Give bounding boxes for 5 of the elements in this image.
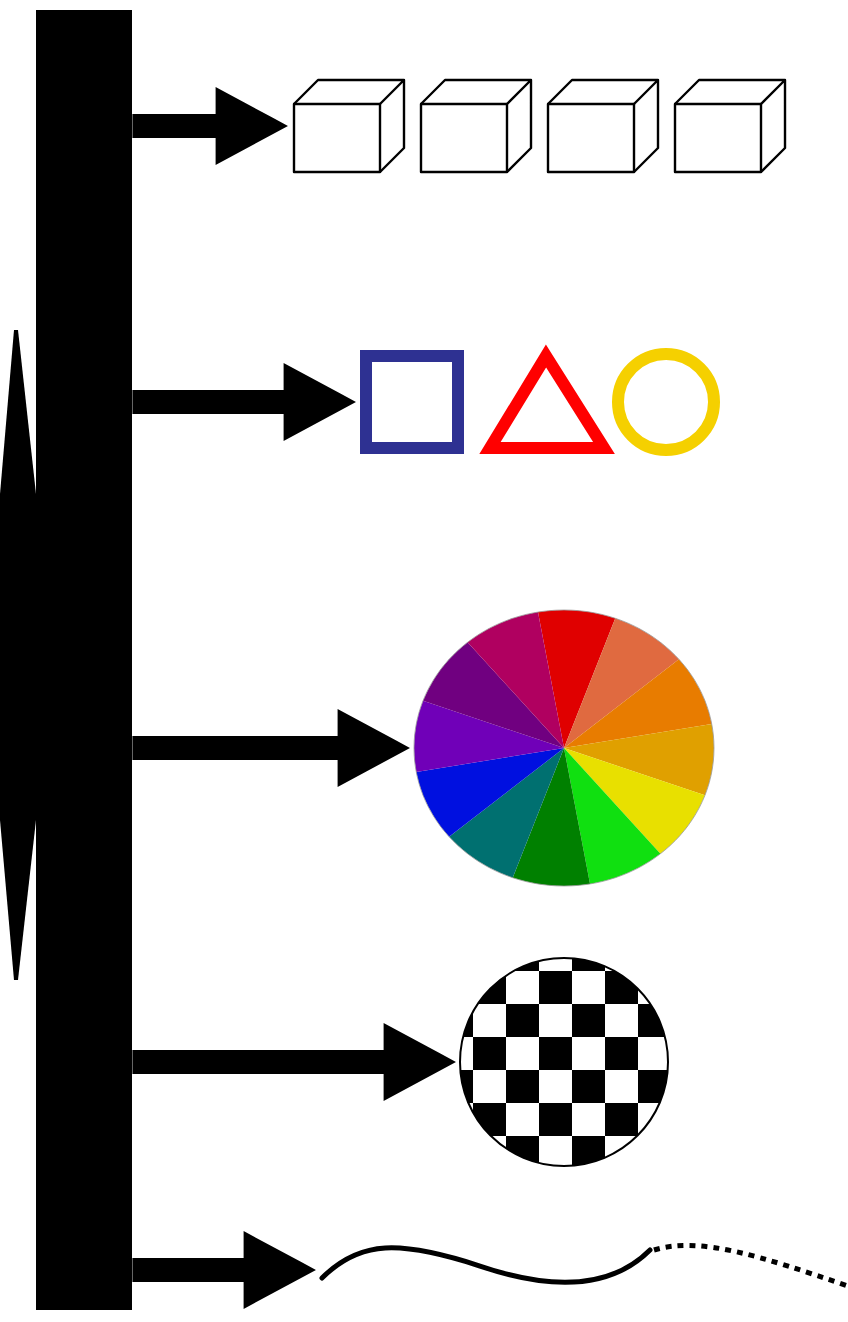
color-wheel-drawing bbox=[413, 609, 715, 887]
checkered-circle-drawing bbox=[459, 957, 669, 1167]
bar bbox=[36, 10, 132, 1310]
cubes-drawing bbox=[292, 78, 787, 174]
wavy-line-drawing bbox=[319, 1243, 848, 1289]
